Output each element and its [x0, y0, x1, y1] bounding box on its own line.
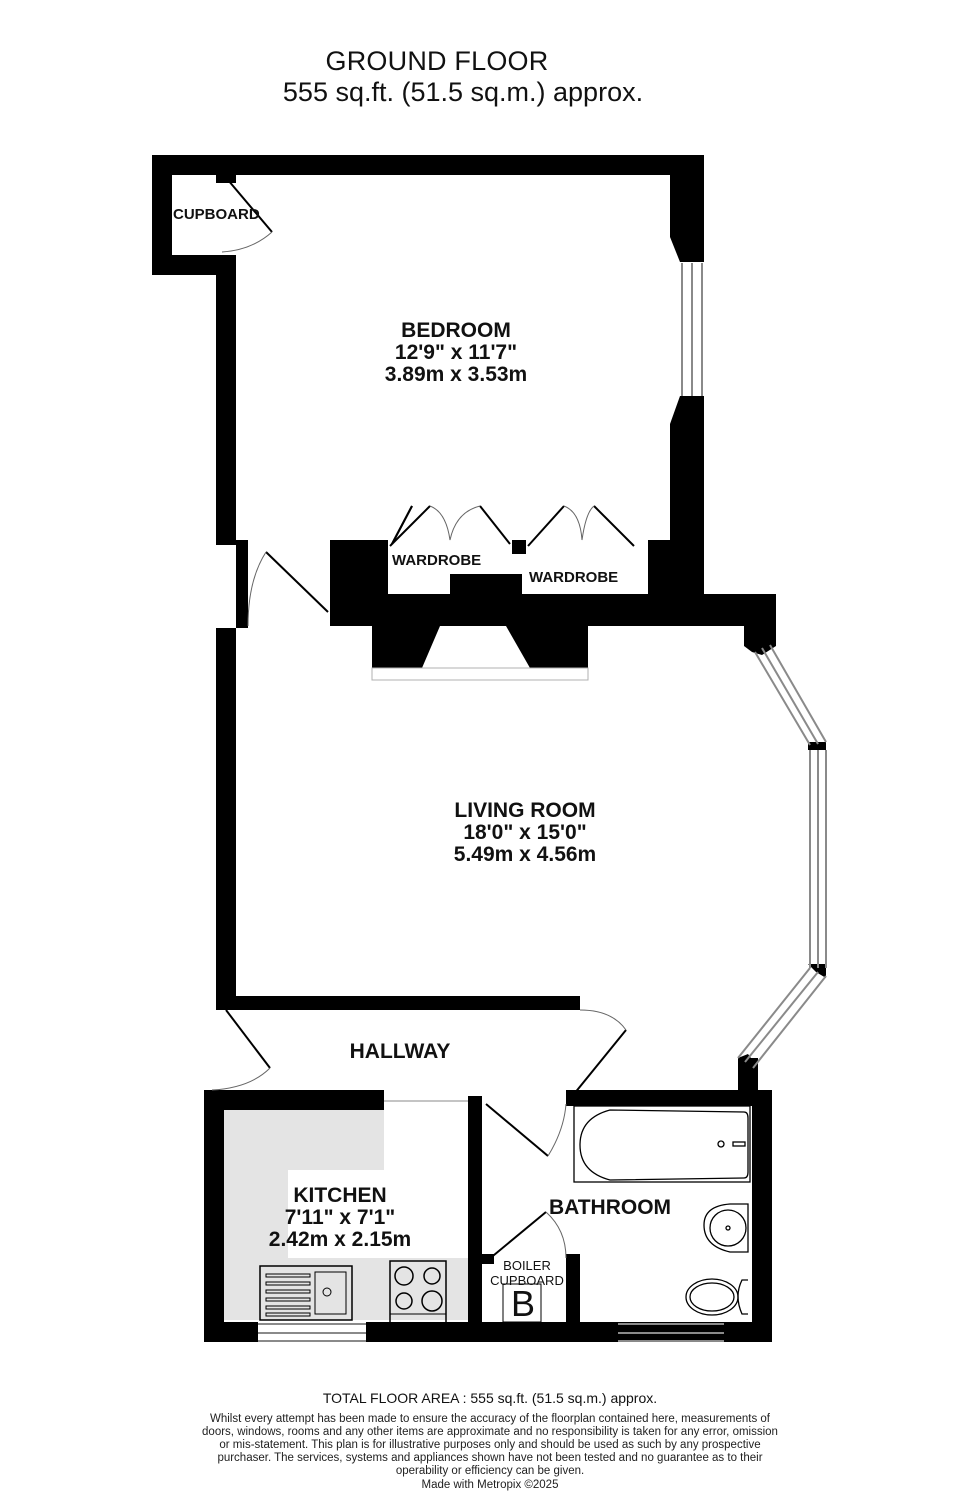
bath-fixture	[573, 1105, 751, 1183]
windows	[258, 263, 827, 1342]
walls	[152, 155, 826, 1342]
kitchen-metric: 2.42m x 2.15m	[268, 1228, 412, 1252]
hallway-name: HALLWAY	[349, 1040, 451, 1063]
sink-fixture	[259, 1265, 353, 1321]
toilet-fixture	[685, 1278, 748, 1316]
total-floor-area: TOTAL FLOOR AREA : 555 sq.ft. (51.5 sq.m…	[322, 1390, 658, 1406]
kitchen-label: KITCHEN 7'11" x 7'1" 2.42m x 2.15m	[240, 1184, 440, 1252]
wardrobe-label-2: WARDROBE	[529, 569, 619, 586]
living-room-imperial: 18'0" x 15'0"	[463, 821, 587, 845]
bathroom-name: BATHROOM	[548, 1196, 672, 1219]
boiler-fixture	[502, 1283, 542, 1323]
kitchen-name: KITCHEN	[293, 1184, 387, 1207]
disclaimer-text: Whilst every attempt has been made to en…	[202, 1413, 778, 1477]
bathroom-label: BATHROOM	[530, 1196, 690, 1219]
hob-fixture	[389, 1260, 447, 1328]
bedroom-metric: 3.89m x 3.53m	[384, 363, 528, 387]
basin-fixture	[703, 1203, 749, 1253]
bedroom-imperial: 12'9" x 11'7"	[394, 341, 518, 365]
doors	[211, 179, 635, 1261]
credit-text: Made with Metropix ©2025	[421, 1479, 559, 1491]
wardrobe-label-1: WARDROBE	[392, 552, 482, 569]
floor-area: 555 sq.ft. (51.5 sq.m.) approx.	[282, 77, 644, 107]
kitchen-imperial: 7'11" x 7'1"	[284, 1206, 396, 1230]
hallway-label: HALLWAY	[330, 1040, 470, 1063]
floor-title: GROUND FLOOR	[325, 46, 549, 76]
living-room-metric: 5.49m x 4.56m	[453, 843, 597, 867]
boiler-cupboard-label: BOILER CUPBOARD	[482, 1258, 572, 1288]
boiler-line1: BOILER	[503, 1258, 551, 1273]
bedroom-label: BEDROOM 12'9" x 11'7" 3.89m x 3.53m	[356, 319, 556, 387]
living-room-label: LIVING ROOM 18'0" x 15'0" 5.49m x 4.56m	[400, 799, 650, 867]
living-room-name: LIVING ROOM	[454, 799, 596, 822]
boiler-symbol: B	[511, 1283, 536, 1324]
boiler-line2: CUPBOARD	[490, 1272, 564, 1288]
cupboard-label: CUPBOARD	[173, 206, 260, 223]
bedroom-name: BEDROOM	[401, 319, 511, 342]
